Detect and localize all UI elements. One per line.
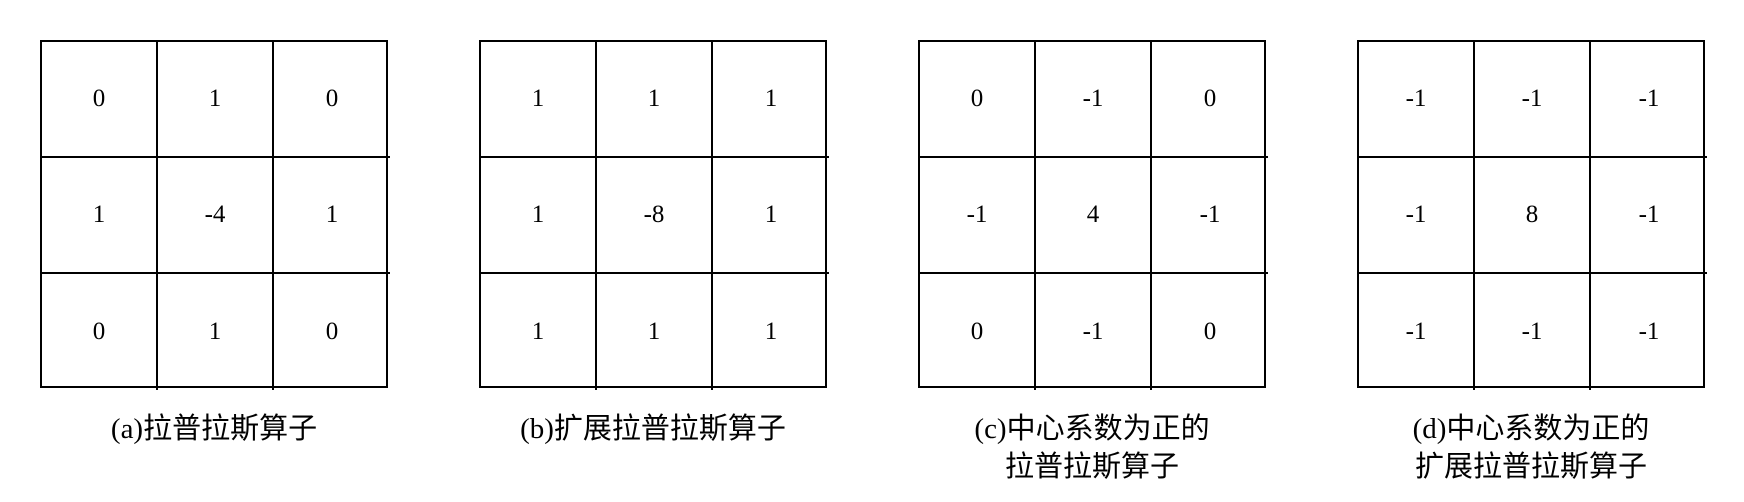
matrix-cell: -1 [1036,42,1152,158]
caption-line: (b)扩展拉普拉斯算子 [520,413,786,445]
caption-line: 拉普拉斯算子 [1004,451,1179,483]
matrix-cell: 0 [1203,318,1217,345]
matrix-cell: -8 [597,158,713,274]
matrix-cell: 1 [597,274,713,390]
matrix-cell: 0 [274,42,390,158]
matrix-cell: -1 [1638,318,1660,345]
matrix-cell: 1 [764,318,778,345]
matrix-cell: 1 [597,42,713,158]
matrix-cell: 1 [158,42,274,158]
matrix-cell: -1 [1359,42,1475,158]
matrix-cell: 0 [42,42,158,158]
matrix-cell: 8 [1475,158,1591,274]
panel-caption: (b)扩展拉普拉斯算子 [479,410,827,448]
caption-line: (d)中心系数为正的 [1412,413,1650,445]
matrix-cell: -4 [158,158,274,274]
matrix-cell: 0 [920,274,1036,390]
matrix-cell: 1 [713,42,829,158]
caption-line: (c)中心系数为正的 [974,413,1210,445]
panel-caption: (a)拉普拉斯算子 [40,410,388,448]
matrix-cell: 0 [1152,42,1268,158]
matrix-cell: 4 [1036,158,1152,274]
matrix-cell: -1 [1359,158,1475,274]
matrix-cell: 1 [481,274,597,390]
matrix-cell: 0 [42,274,158,390]
matrix-cell: -1 [1475,274,1591,390]
matrix-cell: -1 [920,158,1036,274]
matrix-cell: -1 [1036,274,1152,390]
matrix-cell: -1 [1591,158,1707,274]
matrix-cell: 1 [713,158,829,274]
matrix-cell: -1 [1152,158,1268,274]
caption-line: (a)拉普拉斯算子 [110,413,318,445]
matrix-cell: 1 [42,158,158,274]
panel-caption: (c)中心系数为正的拉普拉斯算子 [918,410,1266,486]
matrix-cell: 0 [325,318,339,345]
matrix-cell: 1 [481,42,597,158]
matrix-cell: -1 [1359,274,1475,390]
matrix-cell: 1 [274,158,390,274]
matrix-cell: -1 [1475,42,1591,158]
caption-line: 扩展拉普拉斯算子 [1414,451,1647,483]
matrix-cell: -1 [1591,42,1707,158]
matrix-cell: 0 [920,42,1036,158]
matrix-cell: 1 [481,158,597,274]
panel-caption: (d)中心系数为正的扩展拉普拉斯算子 [1357,410,1705,486]
matrix-cell: 1 [158,274,274,390]
